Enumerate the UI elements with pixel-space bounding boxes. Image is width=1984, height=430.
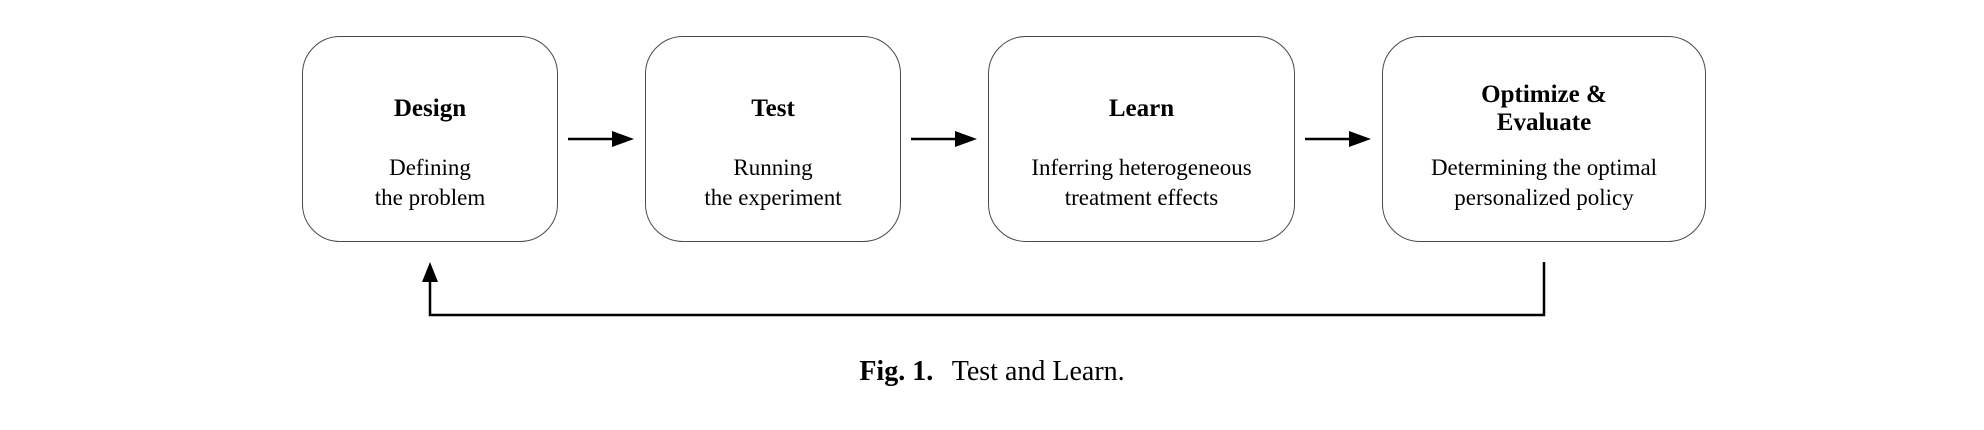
step-box-learn: Learn Inferring heterogeneous treatment … [988, 36, 1295, 242]
step-box-optimize: Optimize & Evaluate Determining the opti… [1382, 36, 1706, 242]
figure-caption: Fig. 1. Test and Learn. [0, 355, 1984, 389]
step-box-design: Design Defining the problem [302, 36, 558, 242]
arrow-design-to-test [568, 131, 634, 147]
step-title-line: Evaluate [1496, 109, 1592, 136]
figure-label: Fig. 1. [859, 356, 934, 387]
step-desc-design: Defining the problem [375, 153, 486, 213]
step-title-line: Design [393, 95, 467, 122]
step-title-line: Learn [1108, 95, 1175, 122]
figure-caption-text: Test and Learn. [951, 356, 1125, 387]
step-title-test: Test [751, 81, 795, 137]
step-title-line: Optimize & [1481, 81, 1607, 108]
step-desc-line: the problem [374, 185, 486, 210]
step-desc-optimize: Determining the optimal personalized pol… [1431, 153, 1657, 213]
step-title-learn: Learn [1109, 81, 1174, 137]
step-desc-line: Defining [389, 155, 471, 180]
step-desc-line: Running [733, 155, 813, 180]
step-desc-line: the experiment [704, 185, 842, 210]
step-desc-learn: Inferring heterogeneous treatment effect… [1031, 153, 1251, 213]
feedback-loop-arrow [422, 262, 1546, 317]
step-desc-line: personalized policy [1454, 185, 1634, 210]
step-desc-line: Inferring heterogeneous [1031, 155, 1252, 180]
arrow-learn-to-optimize [1305, 131, 1371, 147]
step-title-optimize: Optimize & Evaluate [1481, 81, 1607, 137]
step-desc-test: Running the experiment [704, 153, 841, 213]
step-title-line: Test [751, 95, 795, 122]
step-title-design: Design [394, 81, 466, 137]
step-desc-line: treatment effects [1064, 185, 1219, 210]
step-box-test: Test Running the experiment [645, 36, 901, 242]
arrow-test-to-learn [911, 131, 977, 147]
step-desc-line: Determining the optimal [1430, 155, 1658, 180]
